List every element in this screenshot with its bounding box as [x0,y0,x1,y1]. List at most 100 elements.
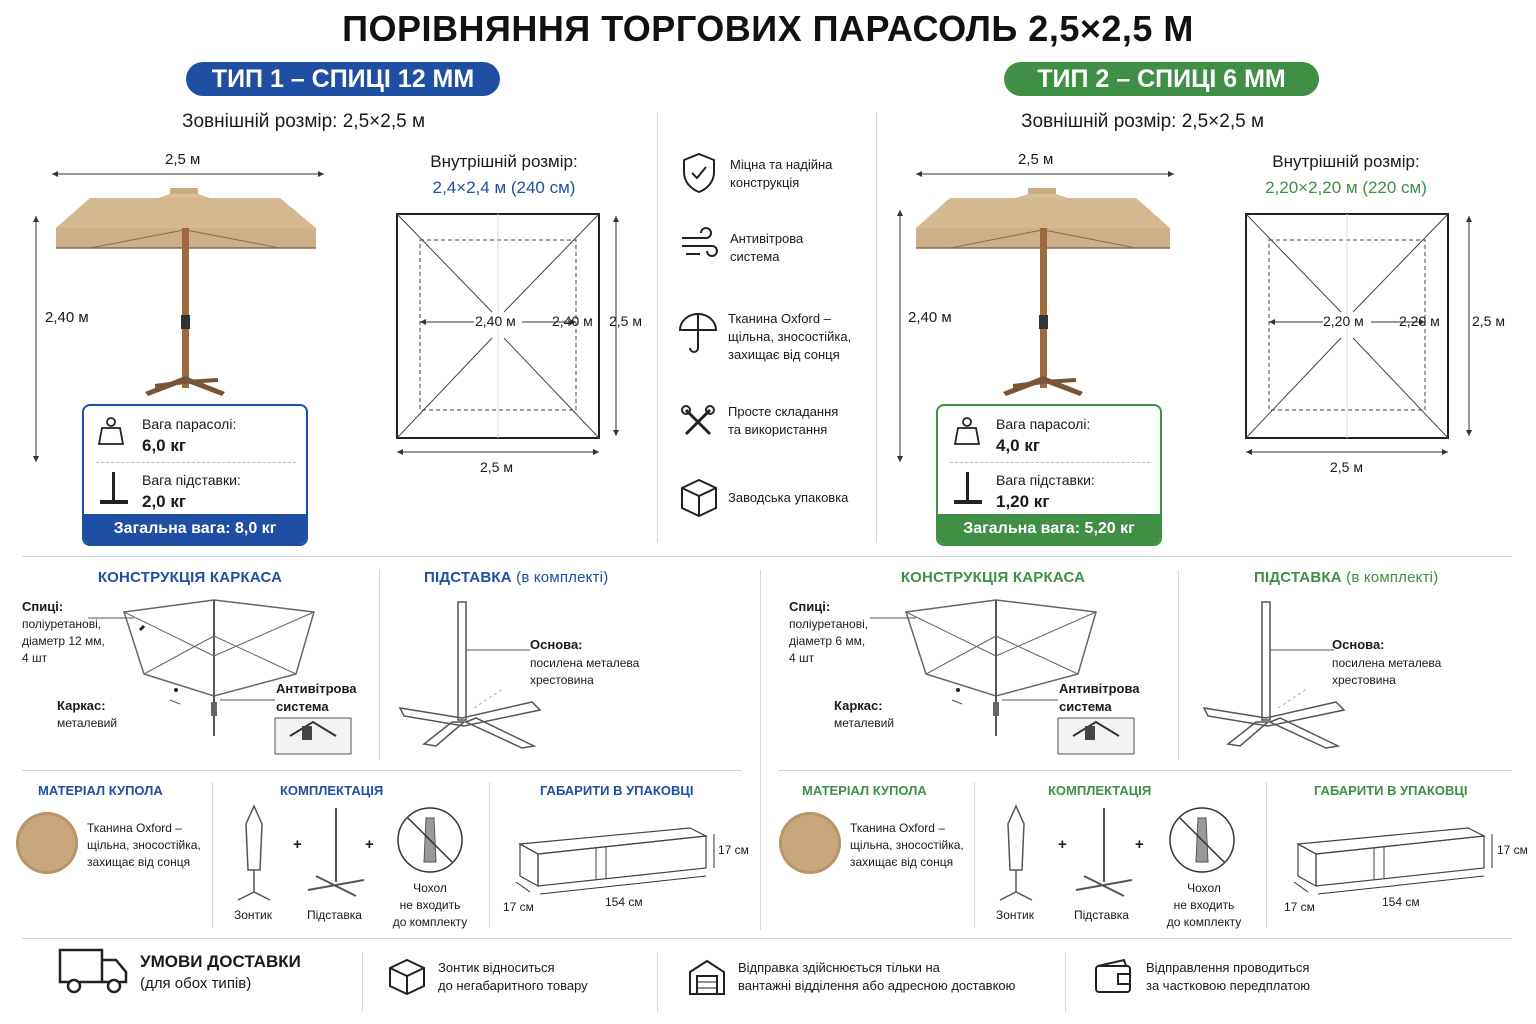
type2-kit-title: КОМПЛЕКТАЦІЯ [1048,783,1152,798]
divider [22,556,1512,557]
divider [760,570,761,930]
type2-badge: ТИП 2 – СПИЦІ 6 ММ [1004,62,1319,96]
type1-pack-w: 17 см [503,900,534,914]
type1-spokes-text: поліуретанові,діаметр 12 мм,4 шт [22,617,105,665]
type1-umbrella-illustration [33,171,324,462]
type2-outer-bottom: 2,5 м [1330,459,1363,475]
divider [362,952,363,1012]
type1-outer-size: Зовнішній розмір: 2,5×2,5 м [182,111,426,132]
umbrella-weight-value: 6,0 кг [142,436,186,455]
kit-stand-icon [1075,808,1133,897]
type2-outer-size: Зовнішній розмір: 2,5×2,5 м [1021,111,1265,132]
type2-package-illustration [1293,827,1493,895]
type1-material-title: МАТЕРІАЛ КУПОЛА [38,783,163,798]
kit-umbrella-label: Зонтик [996,908,1034,922]
type2-umbrella-illustration [897,171,1174,462]
type1-stand-base-label: Основа: [530,637,583,652]
kit-stand-icon [307,808,365,897]
divider [489,782,490,928]
feature-3-text: Тканина Oxford –щільна, зносостійка,захи… [728,311,852,362]
type1-pack-l: 154 см [605,895,643,909]
type1-stand-title: ПІДСТАВКА (в комплекті) [424,569,609,586]
tools-icon [681,405,715,436]
type2-inner-title: Внутрішній розмір: [1272,152,1420,171]
type2-pack-h: 17 см [1497,843,1528,857]
stand-icon [954,472,982,504]
weight-icon [953,417,981,445]
type1-weight-box: Вага парасолі: 6,0 кг Вага підставки: 2,… [82,404,308,546]
fabric-swatch [16,812,78,874]
type1-inner-value: 2,4×2,4 м (240 см) [432,178,576,197]
divider [22,770,742,771]
type1-stand-illustration [398,601,542,749]
cover-not-included-icon [397,807,463,873]
package-icon [389,958,425,996]
type1-height-label: 2,40 м [45,309,89,326]
stand-icon [100,472,128,504]
type1-inner-title: Внутрішній розмір: [430,152,578,171]
truck-icon [58,948,128,994]
kit-umbrella-label: Зонтик [234,908,272,922]
type2-spokes-text: поліуретанові,діаметр 6 мм,4 шт [789,617,869,665]
weight-icon [97,417,125,445]
feature-5-text: Заводська упаковка [728,490,849,505]
type2-inner-value: 2,20×2,20 м (220 см) [1265,178,1427,197]
wallet-icon [1095,958,1131,993]
stand-weight-label: Вага підставки: [142,472,241,488]
type1-frame-text: металевий [57,716,118,730]
type2-width-label: 2,5 м [1018,151,1054,168]
page-title: ПОРІВНЯННЯ ТОРГОВИХ ПАРАСОЛЬ 2,5×2,5 М [342,8,1194,49]
type2-inner-size-diagram [1245,213,1472,455]
divider [1178,570,1179,760]
type2-frame-label: Каркас: [834,698,883,713]
type2-material-title: МАТЕРІАЛ КУПОЛА [802,783,927,798]
type2-height-label: 2,40 м [908,309,952,326]
type1-outer-bottom: 2,5 м [480,459,513,475]
shield-check-icon [683,152,715,194]
type1-frame-title: КОНСТРУКЦІЯ КАРКАСА [97,569,283,586]
type2-inner-w: 2,20 м [1323,313,1364,329]
type1-pack-title: ГАБАРИТИ В УПАКОВЦІ [540,783,694,798]
divider [1065,952,1066,1012]
kit-stand-label: Підставка [1074,908,1129,922]
type2-weight-box: Вага парасолі: 4,0 кг Вага підставки: 1,… [936,404,1162,546]
fabric-swatch [779,812,841,874]
type1-frame-label: Каркас: [57,698,106,713]
divider [212,782,213,928]
umbrella-weight-label: Вага парасолі: [996,416,1091,432]
divider [22,938,1512,939]
type2-frame-illustration [870,599,1135,755]
delivery-subtitle: (для обох типів) [140,975,252,992]
umbrella-icon [678,313,718,353]
stand-weight-label: Вага підставки: [996,472,1095,488]
stand-weight-value: 1,20 кг [996,492,1050,511]
type1-badge: ТИП 1 – СПИЦІ 12 ММ [186,62,500,96]
type1-pack-h: 17 см [718,843,749,857]
type2-outer-side: 2,5 м [1472,313,1505,329]
type1-package-illustration [515,827,715,895]
folded-umbrella-icon [237,804,271,901]
type2-pack-l: 154 см [1382,895,1420,909]
type2-spokes-label: Спиці: [789,599,831,614]
type1-outer-side: 2,5 м [609,313,642,329]
type2-stand-title: ПІДСТАВКА (в комплекті) [1254,569,1439,586]
type2-frame-title: КОНСТРУКЦІЯ КАРКАСА [900,569,1086,586]
umbrella-weight-value: 4,0 кг [996,436,1040,455]
type1-inner-h: 2,40 м [552,313,593,329]
total-weight: Загальна вага: 8,0 кг [84,514,306,544]
type1-material-text: Тканина Oxford –щільна, зносостійка,захи… [87,821,201,869]
umbrella-weight-label: Вага парасолі: [142,416,237,432]
cover-not-included-icon [1169,807,1235,873]
wind-icon [682,227,718,257]
delivery-title: УМОВИ ДОСТАВКИ [140,952,301,971]
type2-frame-text: металевий [834,716,895,730]
